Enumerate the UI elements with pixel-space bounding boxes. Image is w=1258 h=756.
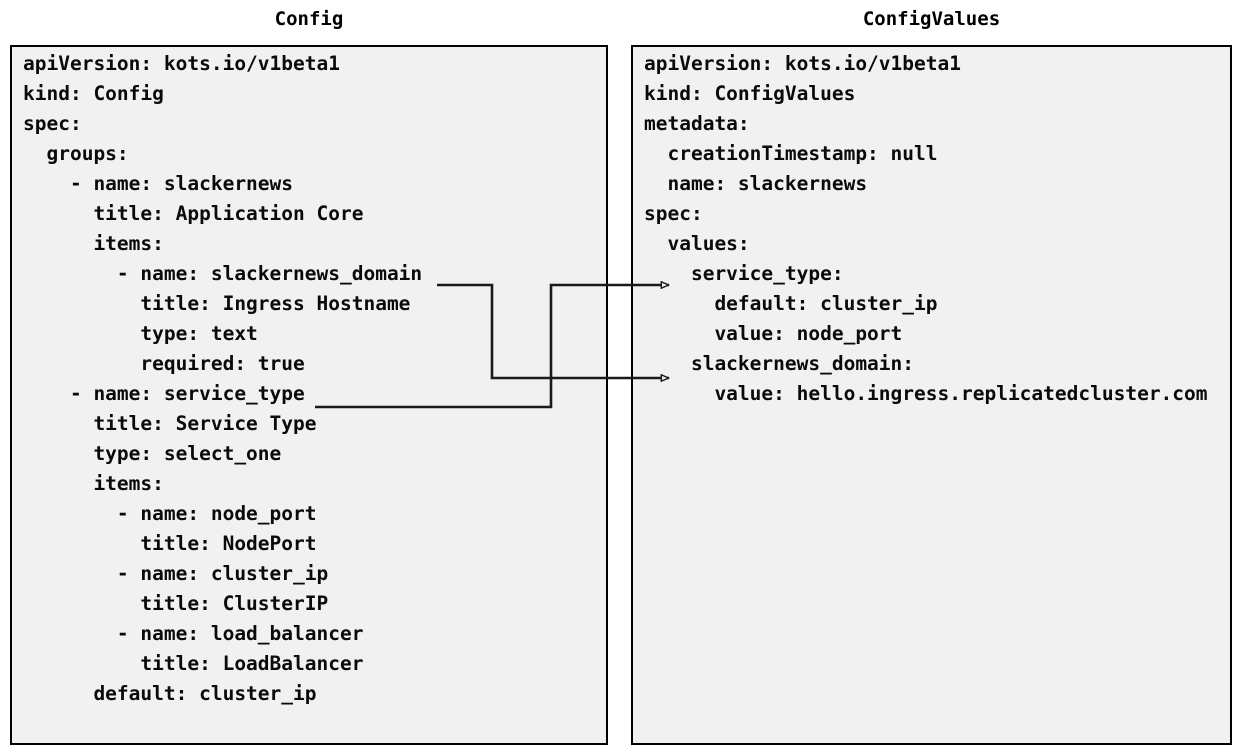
code-line: - name: node_port — [23, 502, 317, 525]
code-line: default: cluster_ip — [23, 682, 317, 705]
code-line: title: Ingress Hostname — [23, 292, 411, 315]
code-line: spec: — [23, 112, 82, 135]
page-title-config: Config — [274, 8, 344, 30]
code-line: required: true — [23, 352, 305, 375]
code-line: default: cluster_ip — [644, 292, 938, 315]
code-line: title: Application Core — [23, 202, 364, 225]
code-panel-configvalues: apiVersion: kots.io/v1beta1 kind: ConfigV… — [631, 45, 1232, 745]
code-line: - name: load_balancer — [23, 622, 364, 645]
code-line: apiVersion: kots.io/v1beta1 — [644, 52, 961, 75]
code-line: spec: — [644, 202, 703, 225]
code-line: items: — [23, 232, 164, 255]
code-line: kind: ConfigValues — [644, 82, 856, 105]
code-panel-config: apiVersion: kots.io/v1beta1 kind: Config s… — [10, 45, 608, 745]
code-line: metadata: — [644, 112, 750, 135]
page-title-configvalues: ConfigValues — [862, 8, 1001, 30]
code-line: name: slackernews — [644, 172, 868, 195]
code-line: slackernews_domain: — [644, 352, 915, 375]
code-line: creationTimestamp: null — [644, 142, 938, 165]
code-line: title: NodePort — [23, 532, 317, 555]
code-line: kind: Config — [23, 82, 164, 105]
code-line: value: node_port — [644, 322, 903, 345]
code-line: apiVersion: kots.io/v1beta1 — [23, 52, 340, 75]
code-line: - name: cluster_ip — [23, 562, 329, 585]
code-line: - name: service_type — [23, 382, 305, 405]
code-line: title: Service Type — [23, 412, 317, 435]
code-line: type: select_one — [23, 442, 282, 465]
code-line: type: text — [23, 322, 258, 345]
code-line: title: ClusterIP — [23, 592, 329, 615]
code-line: service_type: — [644, 262, 844, 285]
code-line: values: — [644, 232, 750, 255]
code-line: value: hello.ingress.replicatedcluster.c… — [644, 382, 1208, 405]
code-line: title: LoadBalancer — [23, 652, 364, 675]
code-line: - name: slackernews_domain — [23, 262, 423, 285]
code-body-configvalues: apiVersion: kots.io/v1beta1 kind: ConfigV… — [633, 47, 1230, 743]
code-line: - name: slackernews — [23, 172, 294, 195]
code-body-config: apiVersion: kots.io/v1beta1 kind: Config s… — [12, 47, 606, 743]
code-line: items: — [23, 472, 164, 495]
code-line: groups: — [23, 142, 129, 165]
